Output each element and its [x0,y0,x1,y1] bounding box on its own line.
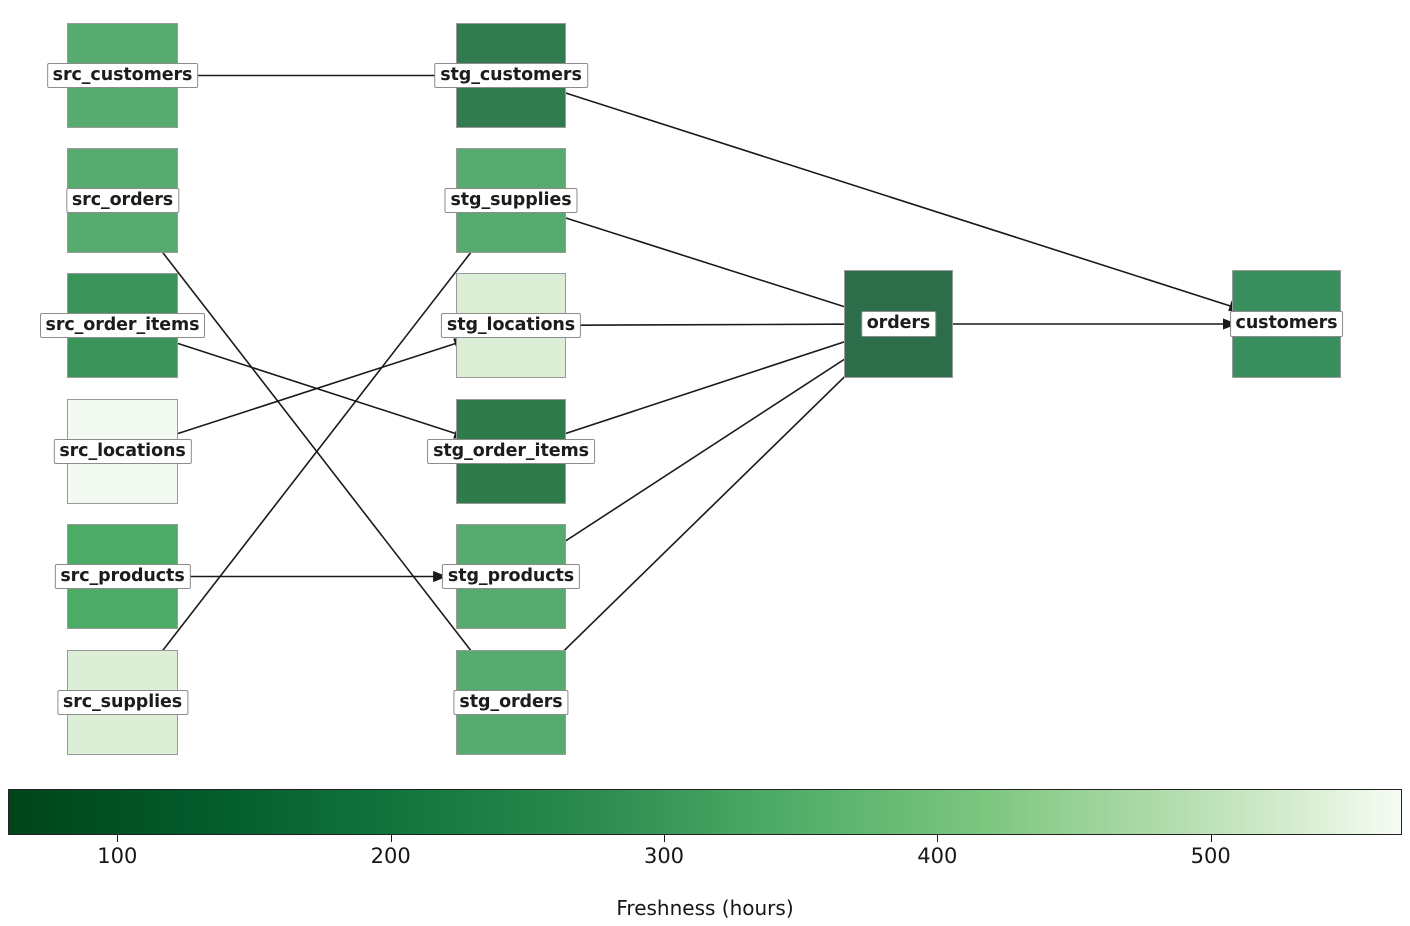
node-label-stg_order_items: stg_order_items [427,438,595,465]
colorbar-axis-label: Freshness (hours) [616,896,794,920]
edge-stg_locations-to-orders [580,318,864,330]
edge-src_order_items-to-stg_order_items [165,338,469,439]
node-label-stg_products: stg_products [441,563,581,590]
colorbar-tick [117,835,119,842]
node-label-src_customers: src_customers [46,62,199,89]
colorbar-tick [664,835,665,842]
node-label-orders: orders [860,311,937,337]
node-label-src_products: src_products [54,563,191,590]
edge-src_locations-to-stg_locations [165,338,469,439]
colorbar-tick [937,835,939,842]
colorbar-tick-label: 300 [643,844,685,868]
node-label-stg_locations: stg_locations [440,312,582,339]
node-label-stg_supplies: stg_supplies [444,187,578,214]
colorbar-tick [1210,835,1212,842]
colorbar-tick-label: 400 [917,844,958,868]
colorbar[interactable]: 100 200 300 400 500 [8,789,1402,868]
node-label-customers: customers [1229,311,1344,337]
node-label-src_locations: src_locations [53,438,192,465]
edge-stg_supplies-to-orders [554,213,864,314]
node-label-stg_customers: stg_customers [434,62,588,89]
colorbar-tick-label: 500 [1190,844,1231,868]
node-label-src_order_items: src_order_items [39,312,206,339]
colorbar-gradient [8,789,1402,835]
colorbar-tick [390,835,392,842]
node-label-src_orders: src_orders [65,187,180,214]
edge-stg_order_items-to-orders [553,334,864,439]
colorbar-tick-label: 100 [97,844,138,868]
edge-stg_orders-to-orders [524,337,885,690]
colorbar-tick-label: 200 [370,844,411,868]
node-label-src_supplies: src_supplies [56,689,189,716]
node-label-stg_orders: stg_orders [453,689,569,716]
